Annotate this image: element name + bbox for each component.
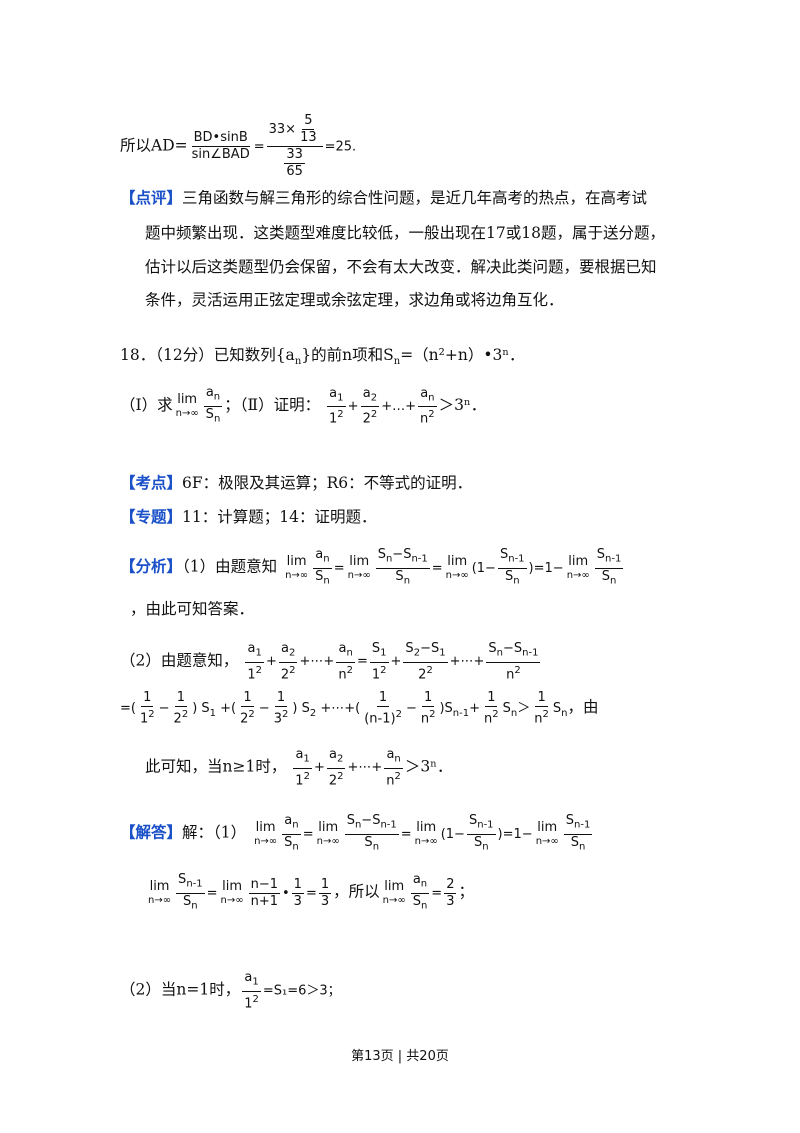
page-footer: 第13页 | 共20页 bbox=[351, 1049, 449, 1064]
comment-line-1: 【点评】三角函数与解三角形的综合性问题，是近几年高考的热点，在高考试 bbox=[120, 188, 648, 207]
zhuanti-line: 【专题】11：计算题；14：证明题． bbox=[120, 507, 377, 526]
fenxi-line-2: ，由此可知答案． bbox=[130, 600, 255, 618]
comment-line-4: 条件，灵活运用正弦定理或余弦定理，求边角或将边角互化． bbox=[145, 291, 564, 309]
comment-tag: 【点评】 bbox=[120, 188, 183, 207]
ad-prefix: 所以AD= bbox=[120, 136, 188, 155]
comment-line-2: 题中频繁出现．这类题型难度比较低，一般出现在17或18题，属于送分题， bbox=[145, 224, 665, 242]
comment-line-3: 估计以后这类题型仍会保留，不会有太大改变．解决此类问题，要根据已知 bbox=[145, 258, 657, 276]
kaodian-line: 【考点】6F：极限及其运算；R6：不等式的证明． bbox=[120, 473, 473, 492]
question-18-heading: 18．（12分）已知数列{an}的前n项和Sn=（n²+n）•3ⁿ． bbox=[120, 346, 525, 368]
